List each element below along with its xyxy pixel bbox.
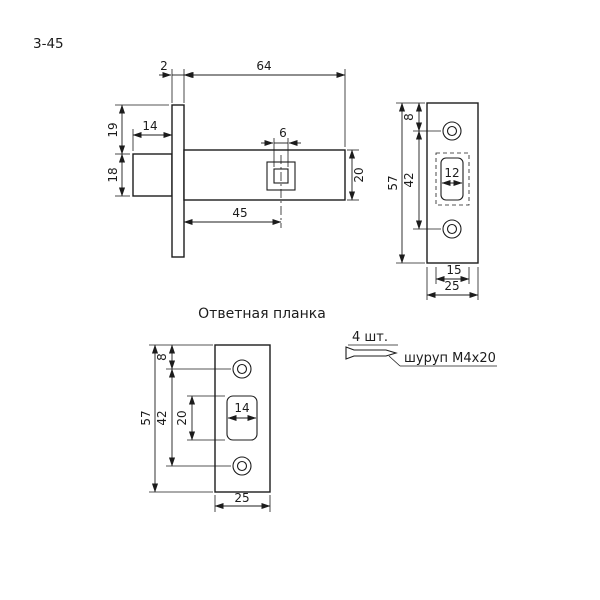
- dim-backset: 45: [183, 206, 282, 226]
- dim-label: 2: [160, 59, 168, 73]
- dim-label: 57: [386, 175, 400, 190]
- strike-bottom-part: [214, 344, 271, 493]
- dim-label: 42: [402, 172, 416, 187]
- latch-bolt: [132, 153, 173, 197]
- dim-label: 20: [352, 167, 366, 182]
- latch-faceplate: [171, 104, 185, 258]
- dim-body-height: 20: [347, 149, 366, 201]
- dim-opening-width-bottom: 14: [227, 401, 257, 422]
- dim-strike-top-bottom: 15 25: [426, 263, 479, 300]
- dim-label: 12: [444, 166, 459, 180]
- dim-label: 8: [402, 113, 416, 121]
- strike-plate-title: Ответная планка: [198, 306, 326, 322]
- latch-zone-dashed-box: [435, 152, 470, 206]
- screw-type-label: шуруп M4x20: [404, 351, 496, 366]
- dim-label: 25: [444, 279, 459, 293]
- dim-label: 19: [106, 122, 120, 137]
- dim-faceplate-thickness: 2: [159, 59, 197, 103]
- latch-part-outline: [132, 104, 346, 258]
- screw-icon: [345, 346, 398, 360]
- screw-hole-top-outer: [232, 359, 252, 379]
- strike-plate-bottom-view: Ответная планка 14 57 8: [139, 306, 326, 512]
- dim-strike-bottom-width: 25: [214, 491, 271, 512]
- dim-label: 64: [256, 59, 271, 73]
- dim-body-length: 64: [183, 59, 346, 147]
- dim-left-chain: 19 18: [106, 104, 169, 197]
- screw-hole-bottom-outer: [442, 219, 462, 239]
- dim-label: 6: [279, 126, 287, 140]
- dim-label: 14: [234, 401, 249, 415]
- dim-label: 8: [155, 353, 169, 361]
- screw-hole-bottom-outer: [232, 456, 252, 476]
- screw-hole-bottom-inner: [236, 460, 248, 472]
- callout-leader-line: [388, 355, 401, 367]
- dim-label: 45: [232, 206, 247, 220]
- dim-label: 20: [175, 410, 189, 425]
- dim-strike-top-left: 57 8 42: [386, 102, 441, 264]
- dim-strike-bottom-left: 57 8 42 20: [139, 344, 231, 493]
- dim-label: 57: [139, 410, 153, 425]
- strike-plate-top-view: 12 57 8 42 15 25: [386, 102, 479, 300]
- screw-hole-top-inner: [236, 363, 248, 375]
- dim-bolt-protrusion: 14: [132, 119, 173, 151]
- dim-label: 14: [142, 119, 157, 133]
- dim-opening-width-top: 12: [441, 166, 463, 187]
- screw-hole-top-inner: [446, 125, 458, 137]
- latch-side-view: 2 64 19 18 14: [106, 59, 366, 258]
- latch-opening: [440, 157, 464, 201]
- dim-label: 15: [446, 263, 461, 277]
- latch-body: [183, 149, 346, 201]
- screw-quantity-label: 4 шт.: [352, 330, 388, 345]
- drawing-code-label: 3-45: [33, 36, 64, 52]
- screw-callout: 4 шт. шуруп M4x20: [345, 330, 497, 367]
- dim-label: 25: [234, 491, 249, 505]
- dim-label: 42: [155, 410, 169, 425]
- latch-opening: [226, 395, 258, 441]
- screw-hole-bottom-inner: [446, 223, 458, 235]
- screw-hole-top-outer: [442, 121, 462, 141]
- dim-label: 18: [106, 167, 120, 182]
- dim-spindle-square: 6: [261, 126, 301, 167]
